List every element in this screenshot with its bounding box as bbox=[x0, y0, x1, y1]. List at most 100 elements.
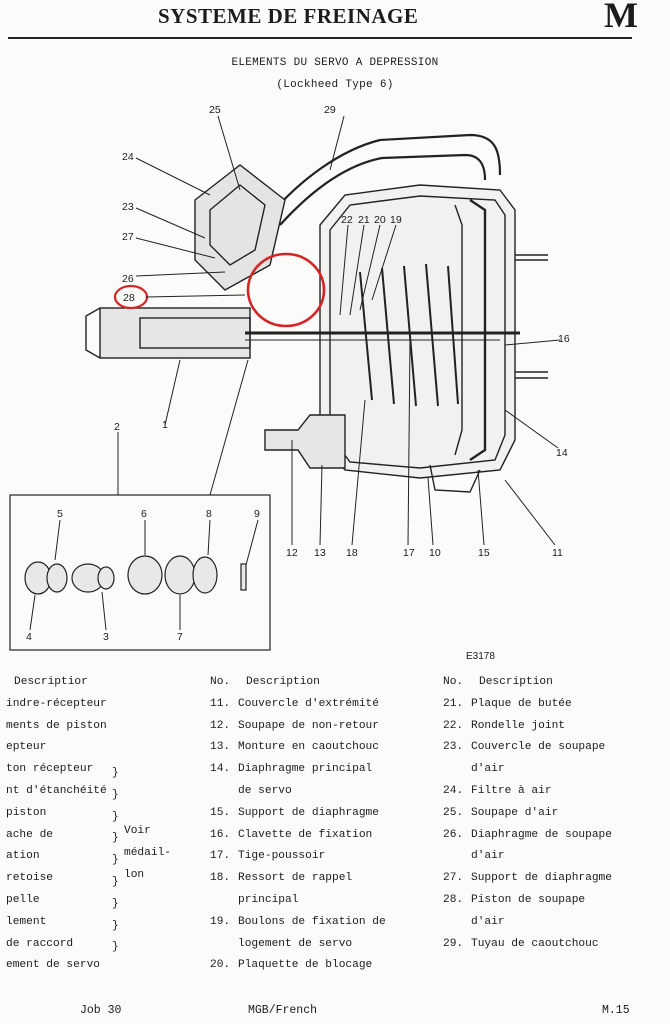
legend-description: Support de diaphragme bbox=[238, 806, 379, 819]
legend-number: 20. bbox=[210, 959, 231, 972]
legend-row: logement de servo bbox=[210, 934, 386, 956]
legend-row: d'air bbox=[443, 846, 612, 868]
legend-column-2: No.Description 11. Couvercle d'extrémité 12… bbox=[210, 672, 386, 977]
legend-row: 24. Filtre à air bbox=[443, 781, 612, 803]
callout-8: 8 bbox=[206, 508, 212, 520]
legend-description: ement de servo bbox=[6, 959, 100, 972]
legend-number: 15. bbox=[210, 806, 231, 819]
legend-header: No.Description bbox=[210, 672, 386, 694]
callout-9: 9 bbox=[254, 508, 260, 520]
legend-row: d'air bbox=[443, 759, 612, 781]
description-header: Description bbox=[479, 676, 553, 688]
legend-note-line-3: lon bbox=[124, 869, 145, 881]
callout-15: 15 bbox=[478, 547, 490, 559]
legend-number: 28. bbox=[443, 893, 464, 906]
legend-number: 12. bbox=[210, 719, 231, 732]
legend-row: piston bbox=[6, 803, 118, 825]
legend-description: Diaphragme principal bbox=[238, 763, 373, 776]
legend-row: 27.Support de diaphragme bbox=[443, 868, 612, 890]
legend-number: 29. bbox=[443, 937, 464, 950]
legend-row: 12.Soupape de non-retour bbox=[210, 716, 386, 738]
legend-row: retoise bbox=[6, 868, 118, 890]
description-header: Descriptior bbox=[14, 676, 88, 688]
legend-row: 29. Tuyau de caoutchouc bbox=[443, 934, 612, 956]
legend-description: Filtre à air bbox=[471, 784, 552, 797]
legend-description: Tuyau de caoutchouc bbox=[471, 937, 599, 950]
legend-number: 27. bbox=[443, 872, 464, 885]
legend-description: Ressort de rappel bbox=[238, 872, 353, 885]
figure-reference: E3178 bbox=[466, 651, 495, 662]
legend-description: ation bbox=[6, 850, 40, 863]
legend-description: d'air bbox=[471, 850, 505, 863]
header-rule bbox=[8, 37, 632, 39]
callout-29: 29 bbox=[324, 104, 336, 116]
callout-19: 19 bbox=[390, 214, 402, 226]
callout-27: 27 bbox=[122, 231, 134, 243]
legend-description: ache de bbox=[6, 828, 53, 841]
legend-row: ement de servo bbox=[6, 955, 118, 977]
legend-description: Clavette de fixation bbox=[238, 828, 373, 841]
legend-description: ton récepteur bbox=[6, 763, 94, 776]
legend-description: Piston de soupape bbox=[471, 893, 586, 906]
legend-description: Plaquette de blocage bbox=[238, 959, 373, 972]
legend-number: 23. bbox=[443, 741, 464, 754]
servo-diagram: 1 2 3 4 5 6 7 8 9 10 11 12 13 14 15 16 1… bbox=[9, 104, 570, 651]
legend-number: 17. bbox=[210, 850, 231, 863]
legend-header: No. Description bbox=[443, 672, 612, 694]
legend-description: Plaque de butée bbox=[471, 697, 572, 710]
legend-number: 13. bbox=[210, 741, 231, 754]
legend-row: 19. Boulons de fixation de bbox=[210, 912, 386, 934]
legend-description: lement bbox=[6, 915, 47, 928]
legend-description: Boulons de fixation de bbox=[238, 915, 386, 928]
legend-row: 28. Piston de soupape bbox=[443, 890, 612, 912]
callout-24: 24 bbox=[122, 151, 134, 163]
callout-23: 23 bbox=[122, 201, 134, 213]
legend-row: d'air bbox=[443, 912, 612, 934]
legend-row: ation bbox=[6, 846, 118, 868]
legend-row: 21.Plaque de butée bbox=[443, 694, 612, 716]
legend-row: epteur bbox=[6, 737, 118, 759]
callout-13: 13 bbox=[314, 547, 326, 559]
legend-description: de raccord bbox=[6, 937, 74, 950]
legend-description: Couvercle de soupape bbox=[471, 741, 606, 754]
legend-description: logement de servo bbox=[238, 937, 353, 950]
footer-page: M.15 bbox=[602, 1004, 630, 1017]
legend-row: principal bbox=[210, 890, 386, 912]
legend-row: de raccord bbox=[6, 934, 118, 956]
legend-description: de servo bbox=[238, 784, 292, 797]
section-letter: M bbox=[604, 0, 638, 35]
legend-number: 11. bbox=[210, 697, 231, 710]
callout-6: 6 bbox=[141, 508, 147, 520]
footer-job: Job 30 bbox=[80, 1004, 122, 1017]
legend-row: 23. Couvercle de soupape bbox=[443, 737, 612, 759]
callout-10: 10 bbox=[429, 547, 441, 559]
legend-description: piston bbox=[6, 806, 47, 819]
legend-brace: }}}}}}}}} bbox=[112, 767, 119, 954]
legend-description: indre-récepteur bbox=[6, 697, 107, 710]
legend-description: Couvercle d'extrémité bbox=[238, 697, 379, 710]
legend-row: 14.Diaphragme principal bbox=[210, 759, 386, 781]
highlight-circle-valve bbox=[246, 252, 326, 328]
callout-4: 4 bbox=[26, 631, 32, 643]
legend-row: ton récepteur bbox=[6, 759, 118, 781]
legend-number: 19. bbox=[210, 915, 231, 928]
callout-2: 2 bbox=[114, 421, 120, 433]
callout-22: 22 bbox=[341, 214, 353, 226]
legend-row: 20. Plaquette de blocage bbox=[210, 955, 386, 977]
legend-description: Diaphragme de soupape bbox=[471, 828, 612, 841]
callout-26: 26 bbox=[122, 273, 134, 285]
legend-number: 24. bbox=[443, 784, 464, 797]
legend-row: 18.Ressort de rappel bbox=[210, 868, 386, 890]
callout-1: 1 bbox=[162, 419, 168, 431]
legend-description: Soupape d'air bbox=[471, 806, 559, 819]
legend-description: Monture en caoutchouc bbox=[238, 741, 379, 754]
legend-number: 16. bbox=[210, 828, 231, 841]
callout-28: 28 bbox=[123, 292, 135, 304]
legend-description: retoise bbox=[6, 872, 53, 885]
callout-5: 5 bbox=[57, 508, 63, 520]
legend-description: nt d'étanchéité bbox=[6, 784, 107, 797]
number-header: No. bbox=[443, 676, 464, 688]
callout-16: 16 bbox=[558, 333, 570, 345]
legend-description: Rondelle joint bbox=[471, 719, 565, 732]
